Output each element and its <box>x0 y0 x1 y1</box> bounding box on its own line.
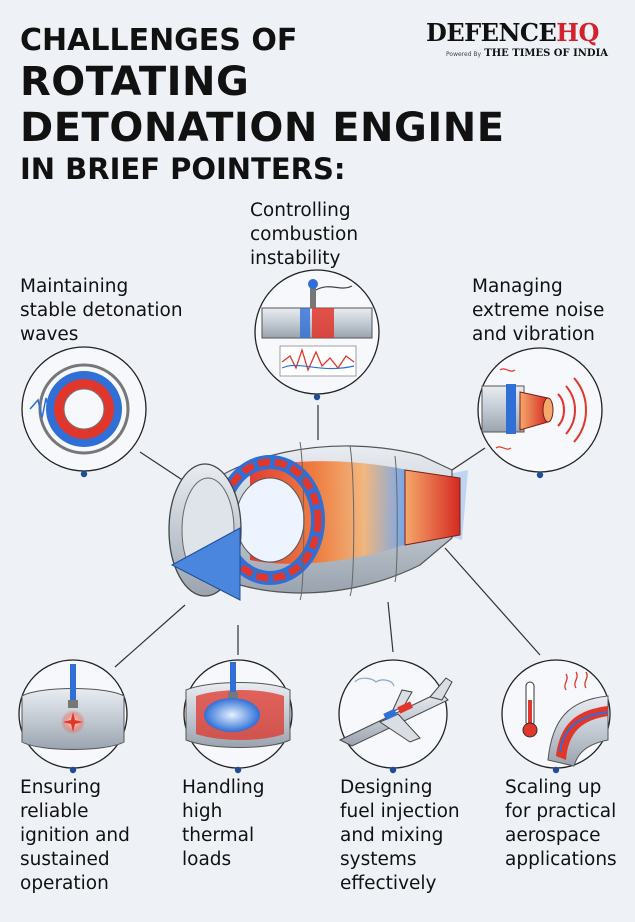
label-line: Controlling <box>250 200 351 221</box>
aircraft-icon <box>338 659 453 774</box>
partner-name: THE TIMES OF INDIA <box>484 48 609 59</box>
challenge-label-noise: Managing extreme noise and vibration <box>472 275 604 347</box>
thermometer-icon <box>501 659 611 774</box>
title-line-1: CHALLENGES OF <box>20 23 298 58</box>
ignition-spark-icon <box>18 659 128 774</box>
title-line-3: DETONATION ENGINE <box>20 105 505 151</box>
label-line: systems <box>340 849 417 870</box>
label-line: applications <box>505 849 617 870</box>
label-line: loads <box>182 849 232 870</box>
thermal-flow-icon <box>183 659 293 774</box>
label-line: Managing <box>472 276 563 297</box>
label-line: and mixing <box>340 825 444 846</box>
connector-lines <box>114 405 541 668</box>
title-line-4: IN BRIEF POINTERS: <box>20 152 346 186</box>
challenge-label-detonation: Maintaining stable detonation waves <box>20 275 183 347</box>
label-line: effectively <box>340 873 437 894</box>
label-line: stable detonation <box>20 300 183 321</box>
combustion-pipe-icon <box>254 269 380 401</box>
challenge-label-scaling: Scaling up for practical aerospace appli… <box>505 776 617 872</box>
label-line: for practical <box>505 801 617 822</box>
label-line: ignition and <box>20 825 130 846</box>
detonation-ring-icon <box>21 346 147 478</box>
connector-scaling <box>444 547 541 656</box>
label-line: reliable <box>20 801 89 822</box>
challenge-label-ignition: Ensuring reliable ignition and sustained… <box>20 776 130 896</box>
label-line: Designing <box>340 777 433 798</box>
challenge-label-combustion: Controlling combustion instability <box>250 199 358 271</box>
label-line: waves <box>20 324 79 345</box>
challenge-label-fuel: Designing fuel injection and mixing syst… <box>340 776 460 896</box>
label-line: Handling <box>182 777 265 798</box>
label-line: high <box>182 801 223 822</box>
label-line: and vibration <box>472 324 595 345</box>
label-line: fuel injection <box>340 801 460 822</box>
title-line-2: ROTATING <box>20 59 250 105</box>
rde-engine-illustration <box>168 441 468 601</box>
brand-name-main: DEFENCE <box>426 18 557 47</box>
label-line: combustion <box>250 224 359 245</box>
brand-name-accent: HQ <box>556 18 599 47</box>
powered-by-text: Powered By <box>446 51 482 58</box>
label-line: operation <box>20 873 109 894</box>
label-line: Scaling up <box>505 777 602 798</box>
brand-name: DEFENCEHQ <box>426 18 616 47</box>
label-line: thermal <box>182 825 255 846</box>
connector-noise <box>451 447 486 471</box>
challenge-label-thermal: Handling high thermal loads <box>182 776 264 872</box>
label-line: aerospace <box>505 825 601 846</box>
label-line: extreme noise <box>472 300 605 321</box>
label-line: Maintaining <box>20 276 129 297</box>
noise-vibration-icon <box>477 347 603 479</box>
connector-fuel <box>387 601 394 653</box>
label-line: instability <box>250 248 341 269</box>
brand-partner-line: Powered By THE TIMES OF INDIA <box>446 48 616 59</box>
connector-ignition <box>114 604 186 668</box>
label-line: Ensuring <box>20 777 101 798</box>
label-line: sustained <box>20 849 110 870</box>
brand-logo: DEFENCEHQ Powered By THE TIMES OF INDIA <box>426 18 616 59</box>
